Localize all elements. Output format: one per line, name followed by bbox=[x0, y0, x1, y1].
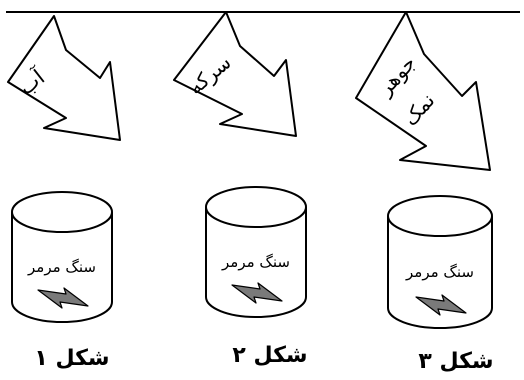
figure-caption: شکل ۳ bbox=[418, 349, 493, 374]
container-label: سنگ مرمر bbox=[27, 258, 96, 276]
marble-cylinder-3: سنگ مرمر bbox=[387, 195, 493, 329]
arrow-3: جوهر نمک bbox=[355, 11, 491, 171]
down-right-arrow-icon bbox=[7, 15, 121, 141]
panel-3: جوهر نمک سنگ مرمر شکل ۳ bbox=[355, 11, 494, 374]
down-right-arrow-icon bbox=[173, 11, 297, 137]
container-label: سنگ مرمر bbox=[405, 263, 474, 281]
figure-caption: شکل ۱ bbox=[34, 346, 109, 371]
arrow-2: سرکه bbox=[173, 11, 297, 137]
arrow-1: آب bbox=[7, 15, 121, 141]
panel-2: سرکه سنگ مرمر شکل ۲ bbox=[173, 11, 308, 368]
container-label: سنگ مرمر bbox=[221, 253, 290, 271]
figure-caption: شکل ۲ bbox=[232, 343, 307, 368]
down-right-arrow-icon bbox=[355, 11, 491, 171]
top-rule bbox=[6, 11, 520, 13]
panel-1: آب سنگ مرمر شکل ۱ bbox=[7, 15, 121, 371]
marble-cylinder-1: سنگ مرمر bbox=[11, 191, 113, 323]
marble-cylinder-2: سنگ مرمر bbox=[205, 186, 307, 318]
